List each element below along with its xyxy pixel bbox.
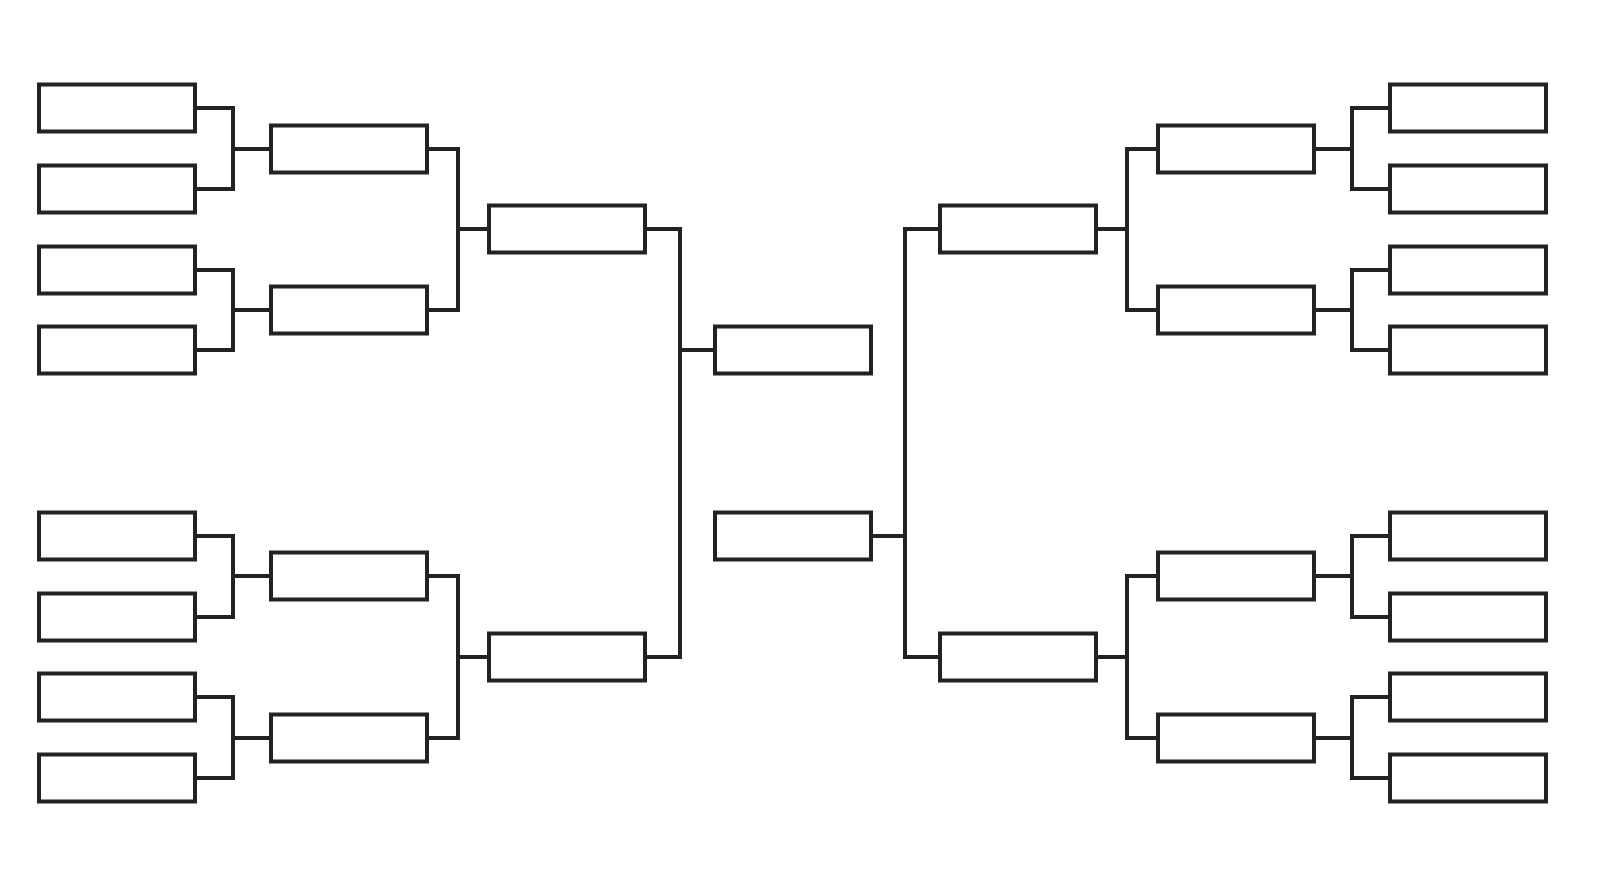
right-r2-slot-1[interactable] xyxy=(1156,123,1316,175)
right-r2-connector-2-bracket xyxy=(1125,574,1160,740)
bracket-slots xyxy=(37,82,1548,804)
right-r2-slot-4[interactable] xyxy=(1156,712,1316,764)
left-r1-connector-4-bracket xyxy=(193,695,235,780)
right-r1-connector-3-bracket xyxy=(1350,534,1392,619)
left-r1-slot-8[interactable] xyxy=(37,752,197,804)
right-r1-slot-3[interactable] xyxy=(1388,244,1548,296)
right-r1-slot-1[interactable] xyxy=(1388,82,1548,134)
left-r1-slot-5[interactable] xyxy=(37,510,197,562)
left-r2-slot-2[interactable] xyxy=(269,284,429,336)
left-r3-slot-2[interactable] xyxy=(487,631,647,683)
left-r1-connector-1-bracket xyxy=(193,106,235,191)
right-r3-connector-bracket xyxy=(903,227,942,659)
left-r1-slot-6[interactable] xyxy=(37,591,197,643)
right-r1-slot-2[interactable] xyxy=(1388,163,1548,215)
left-r1-slot-3[interactable] xyxy=(37,244,197,296)
right-final-slot[interactable] xyxy=(713,510,873,562)
left-r1-slot-7[interactable] xyxy=(37,671,197,723)
bracket-connectors xyxy=(193,106,1392,780)
right-r1-slot-8[interactable] xyxy=(1388,752,1548,804)
left-r3-slot-1[interactable] xyxy=(487,203,647,255)
left-r1-slot-4[interactable] xyxy=(37,324,197,376)
right-r2-connector-1-bracket xyxy=(1125,147,1160,312)
right-r1-connector-1-bracket xyxy=(1350,106,1392,191)
right-r1-slot-4[interactable] xyxy=(1388,324,1548,376)
right-r3-slot-2[interactable] xyxy=(938,631,1098,683)
left-r3-connector-bracket xyxy=(643,227,682,659)
right-r1-slot-5[interactable] xyxy=(1388,510,1548,562)
right-r1-slot-6[interactable] xyxy=(1388,591,1548,643)
left-r2-slot-4[interactable] xyxy=(269,712,429,764)
right-r1-slot-7[interactable] xyxy=(1388,671,1548,723)
left-r1-connector-3-bracket xyxy=(193,534,235,619)
left-r1-connector-2-bracket xyxy=(193,268,235,352)
left-r1-slot-1[interactable] xyxy=(37,82,197,134)
left-r2-connector-2-bracket xyxy=(425,574,460,740)
right-r2-slot-3[interactable] xyxy=(1156,550,1316,602)
right-r3-slot-1[interactable] xyxy=(938,203,1098,255)
left-r1-slot-2[interactable] xyxy=(37,163,197,215)
left-r2-slot-3[interactable] xyxy=(269,550,429,602)
right-r1-connector-4-bracket xyxy=(1350,695,1392,780)
right-r2-slot-2[interactable] xyxy=(1156,284,1316,336)
left-r2-connector-1-bracket xyxy=(425,147,460,312)
right-r1-connector-2-bracket xyxy=(1350,268,1392,352)
left-final-slot[interactable] xyxy=(713,324,873,376)
left-r2-slot-1[interactable] xyxy=(269,123,429,175)
